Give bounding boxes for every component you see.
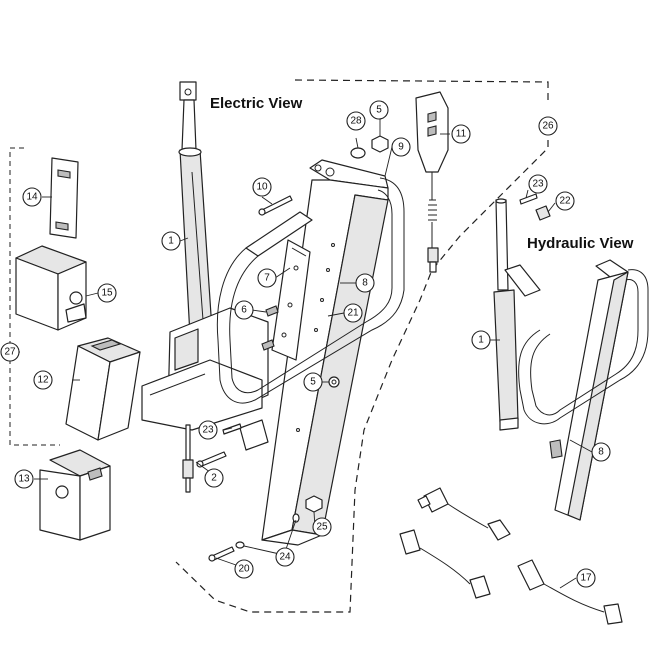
svg-text:5: 5 — [376, 105, 382, 116]
hydraulic-cylinder — [493, 198, 519, 431]
callout-20: 20 — [234, 559, 254, 579]
screw-23-electric — [222, 423, 242, 435]
screw-20 — [208, 546, 235, 562]
svg-text:6: 6 — [241, 305, 247, 316]
screw-23-hydraulic — [519, 193, 538, 205]
callout-8-electric: 8 — [355, 273, 375, 293]
callout-5-lower: 5 — [303, 372, 323, 392]
svg-text:27: 27 — [4, 347, 16, 358]
svg-text:5: 5 — [310, 377, 316, 388]
callout-27: 27 — [0, 342, 20, 362]
bracket-plate — [261, 239, 311, 361]
svg-text:1: 1 — [168, 236, 174, 247]
callout-15: 15 — [97, 283, 117, 303]
callout-10: 10 — [252, 177, 272, 197]
svg-text:2: 2 — [211, 473, 217, 484]
callout-12: 12 — [33, 370, 53, 390]
svg-text:13: 13 — [18, 474, 30, 485]
svg-text:8: 8 — [598, 447, 604, 458]
charger — [15, 245, 87, 331]
electric-view-title: Electric View — [210, 95, 303, 112]
callout-1-hydraulic: 1 — [471, 330, 491, 350]
washers-24 — [235, 513, 300, 549]
svg-text:15: 15 — [101, 288, 113, 299]
callout-2: 2 — [204, 468, 224, 488]
hand-control — [415, 91, 449, 273]
hydraulic-frame — [504, 259, 649, 521]
svg-text:7: 7 — [264, 273, 270, 284]
svg-text:21: 21 — [347, 308, 359, 319]
svg-text:12: 12 — [37, 375, 49, 386]
svg-text:11: 11 — [456, 129, 467, 140]
svg-text:8: 8 — [362, 278, 368, 289]
svg-text:24: 24 — [279, 552, 291, 563]
callout-13: 13 — [14, 469, 34, 489]
svg-text:1: 1 — [478, 335, 484, 346]
callout-17: 17 — [576, 568, 596, 588]
callout-5-upper: 5 — [369, 100, 389, 120]
svg-text:14: 14 — [26, 192, 38, 203]
cap-22 — [535, 205, 551, 221]
control-box — [39, 449, 111, 541]
callout-23-hydraulic: 23 — [528, 174, 548, 194]
svg-text:17: 17 — [580, 573, 592, 584]
nut-5-upper — [371, 135, 389, 153]
callout-21: 21 — [343, 303, 363, 323]
svg-text:9: 9 — [398, 142, 404, 153]
callout-26: 26 — [538, 116, 558, 136]
callout-7: 7 — [257, 268, 277, 288]
electric-actuator — [178, 81, 213, 337]
power-cable-a — [399, 487, 511, 599]
callout-9: 9 — [391, 137, 411, 157]
pin-10 — [258, 195, 293, 216]
callout-6: 6 — [234, 300, 254, 320]
battery — [65, 337, 141, 441]
battery-group-bracket — [9, 147, 60, 446]
cap-28 — [350, 147, 366, 159]
callout-22: 22 — [555, 191, 575, 211]
electric-view-boundary — [175, 79, 549, 613]
callout-25: 25 — [312, 517, 332, 537]
svg-text:23: 23 — [532, 179, 544, 190]
svg-text:28: 28 — [350, 116, 362, 127]
cap-25 — [305, 495, 323, 513]
hydraulic-view-title: Hydraulic View — [527, 235, 634, 252]
svg-text:20: 20 — [238, 564, 250, 575]
wall-bracket — [49, 157, 79, 239]
callout-24: 24 — [275, 547, 295, 567]
svg-text:22: 22 — [559, 196, 571, 207]
callout-28: 28 — [346, 111, 366, 131]
callout-1-electric: 1 — [161, 231, 181, 251]
svg-text:23: 23 — [202, 425, 214, 436]
bolt-2 — [182, 424, 227, 493]
nut-5-lower — [328, 376, 340, 388]
svg-text:25: 25 — [316, 522, 328, 533]
callout-23-electric: 23 — [198, 420, 218, 440]
motor-housing — [141, 307, 269, 431]
svg-text:10: 10 — [256, 182, 268, 193]
callout-14: 14 — [22, 187, 42, 207]
callout-8-hydraulic: 8 — [591, 442, 611, 462]
svg-text:26: 26 — [542, 121, 554, 132]
callout-11: 11 — [451, 124, 471, 144]
power-cable-17 — [517, 559, 623, 625]
